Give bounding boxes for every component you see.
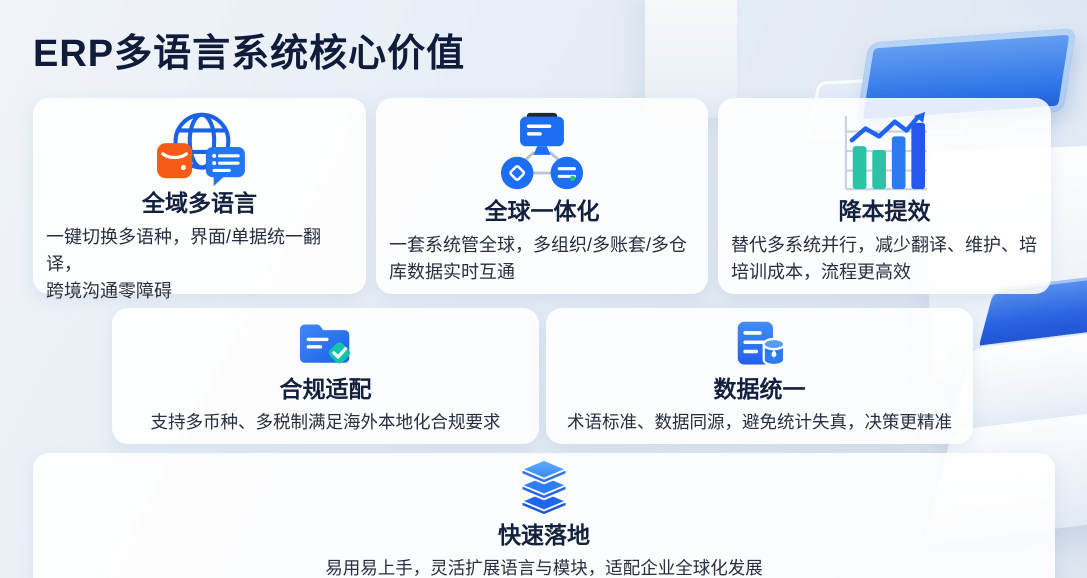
value-card-multilingual: 全域多语言 一键切换多语种，界面/单据统一翻译， 跨境沟通零障碍	[33, 98, 366, 301]
stacked-layers-icon	[515, 457, 573, 519]
card-desc: 替代多系统并行，减少翻译、维护、培 培训成本，流程更高效	[731, 234, 1037, 282]
value-card-compliance: 合规适配 支持多币种、多税制满足海外本地化合规要求	[112, 308, 539, 444]
card-title: 降本提效	[838, 198, 931, 224]
card-desc: 术语标准、数据同源，避免统计失真，决策更精准	[567, 411, 952, 432]
card-desc: 支持多币种、多税制满足海外本地化合规要求	[150, 411, 501, 432]
card-title: 合规适配	[279, 376, 372, 402]
card-title: 数据统一	[713, 376, 806, 402]
page-title: ERP多语言系统核心价值	[33, 33, 466, 75]
globe-chat-icon	[151, 106, 249, 190]
value-card-fast-implementation: 快速落地 易用易上手，灵活扩展语言与模块，适配企业全球化发展	[33, 453, 1055, 578]
card-title: 全域多语言	[142, 190, 257, 216]
card-title: 全球一体化	[484, 198, 600, 224]
network-nodes-icon	[492, 106, 592, 198]
card-desc: 一套系统管全球，多组织/多账套/多仓 库数据实时互通	[389, 234, 688, 282]
folder-check-icon	[295, 317, 357, 373]
card-title: 快速落地	[498, 522, 590, 548]
document-database-icon	[731, 317, 789, 373]
card-desc: 一键切换多语种，界面/单据统一翻译， 跨境沟通零障碍	[46, 226, 321, 301]
value-card-global-integration: 全球一体化 一套系统管全球，多组织/多账套/多仓 库数据实时互通	[376, 98, 708, 294]
card-desc: 易用易上手，灵活扩展语言与模块，适配企业全球化发展	[325, 557, 763, 578]
value-card-data-unification: 数据统一 术语标准、数据同源，避免统计失真，决策更精准	[546, 308, 973, 444]
bar-chart-trend-icon	[839, 106, 931, 198]
value-card-cost-efficiency: 降本提效 替代多系统并行，减少翻译、维护、培 培训成本，流程更高效	[718, 98, 1051, 294]
